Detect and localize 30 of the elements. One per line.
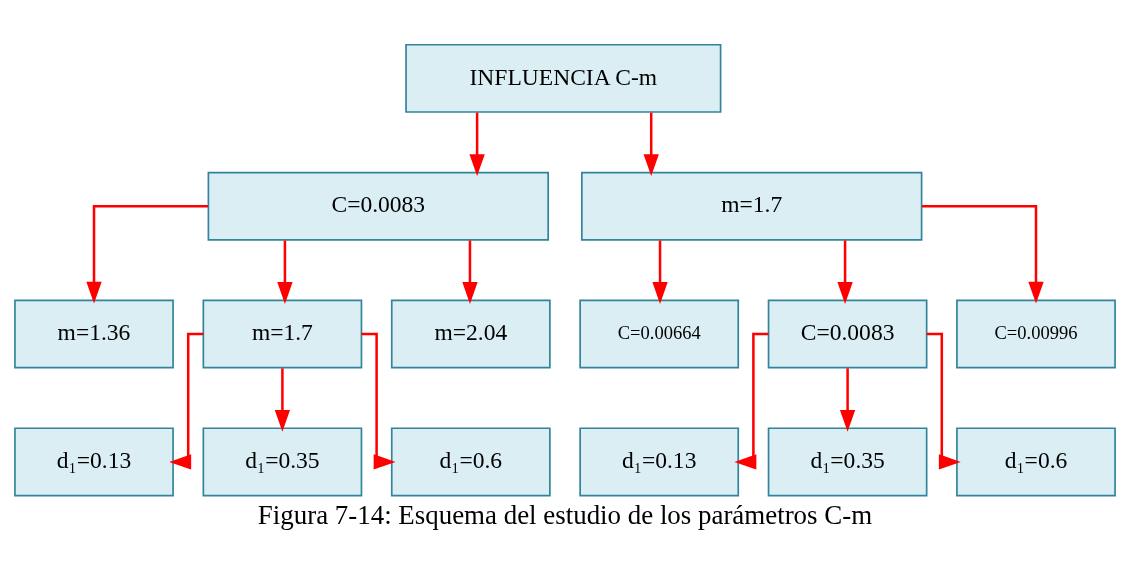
arrow (922, 204, 1044, 304)
node-box: d₁=0.6 (390, 426, 551, 496)
arrow (926, 332, 961, 470)
node-box: m=1.36 (14, 299, 174, 369)
node-box: d₁=0.13 (579, 426, 740, 496)
node-box: C=0.00664 (579, 299, 740, 369)
arrow (839, 367, 856, 432)
arrow (86, 204, 208, 304)
node-box: d₁=0.35 (767, 426, 928, 496)
node-box: C=0.00996 (956, 299, 1116, 369)
node-box: d₁=0.13 (14, 426, 174, 496)
arrow (274, 367, 291, 432)
arrow (734, 332, 769, 470)
arrow (462, 240, 478, 304)
caption: Figura 7-14: Esquema del estudio de los parámetros C-m (257, 499, 873, 530)
node-box: d₁=0.35 (202, 426, 363, 496)
node-box: C=0.0083 (767, 299, 928, 369)
node-box: m=1.7 (581, 171, 923, 241)
node-box: m=2.04 (390, 299, 551, 369)
node-box: C=0.0083 (207, 171, 549, 241)
arrow (837, 240, 853, 304)
node-box: m=1.7 (202, 299, 363, 369)
arrow (652, 240, 668, 304)
arrow (469, 112, 485, 176)
arrow (277, 240, 293, 304)
arrow (361, 332, 396, 470)
arrow (169, 332, 204, 470)
node-box: d₁=0.6 (956, 426, 1116, 496)
node-box: INFLUENCIA C-m (405, 43, 722, 113)
arrow (643, 112, 659, 176)
